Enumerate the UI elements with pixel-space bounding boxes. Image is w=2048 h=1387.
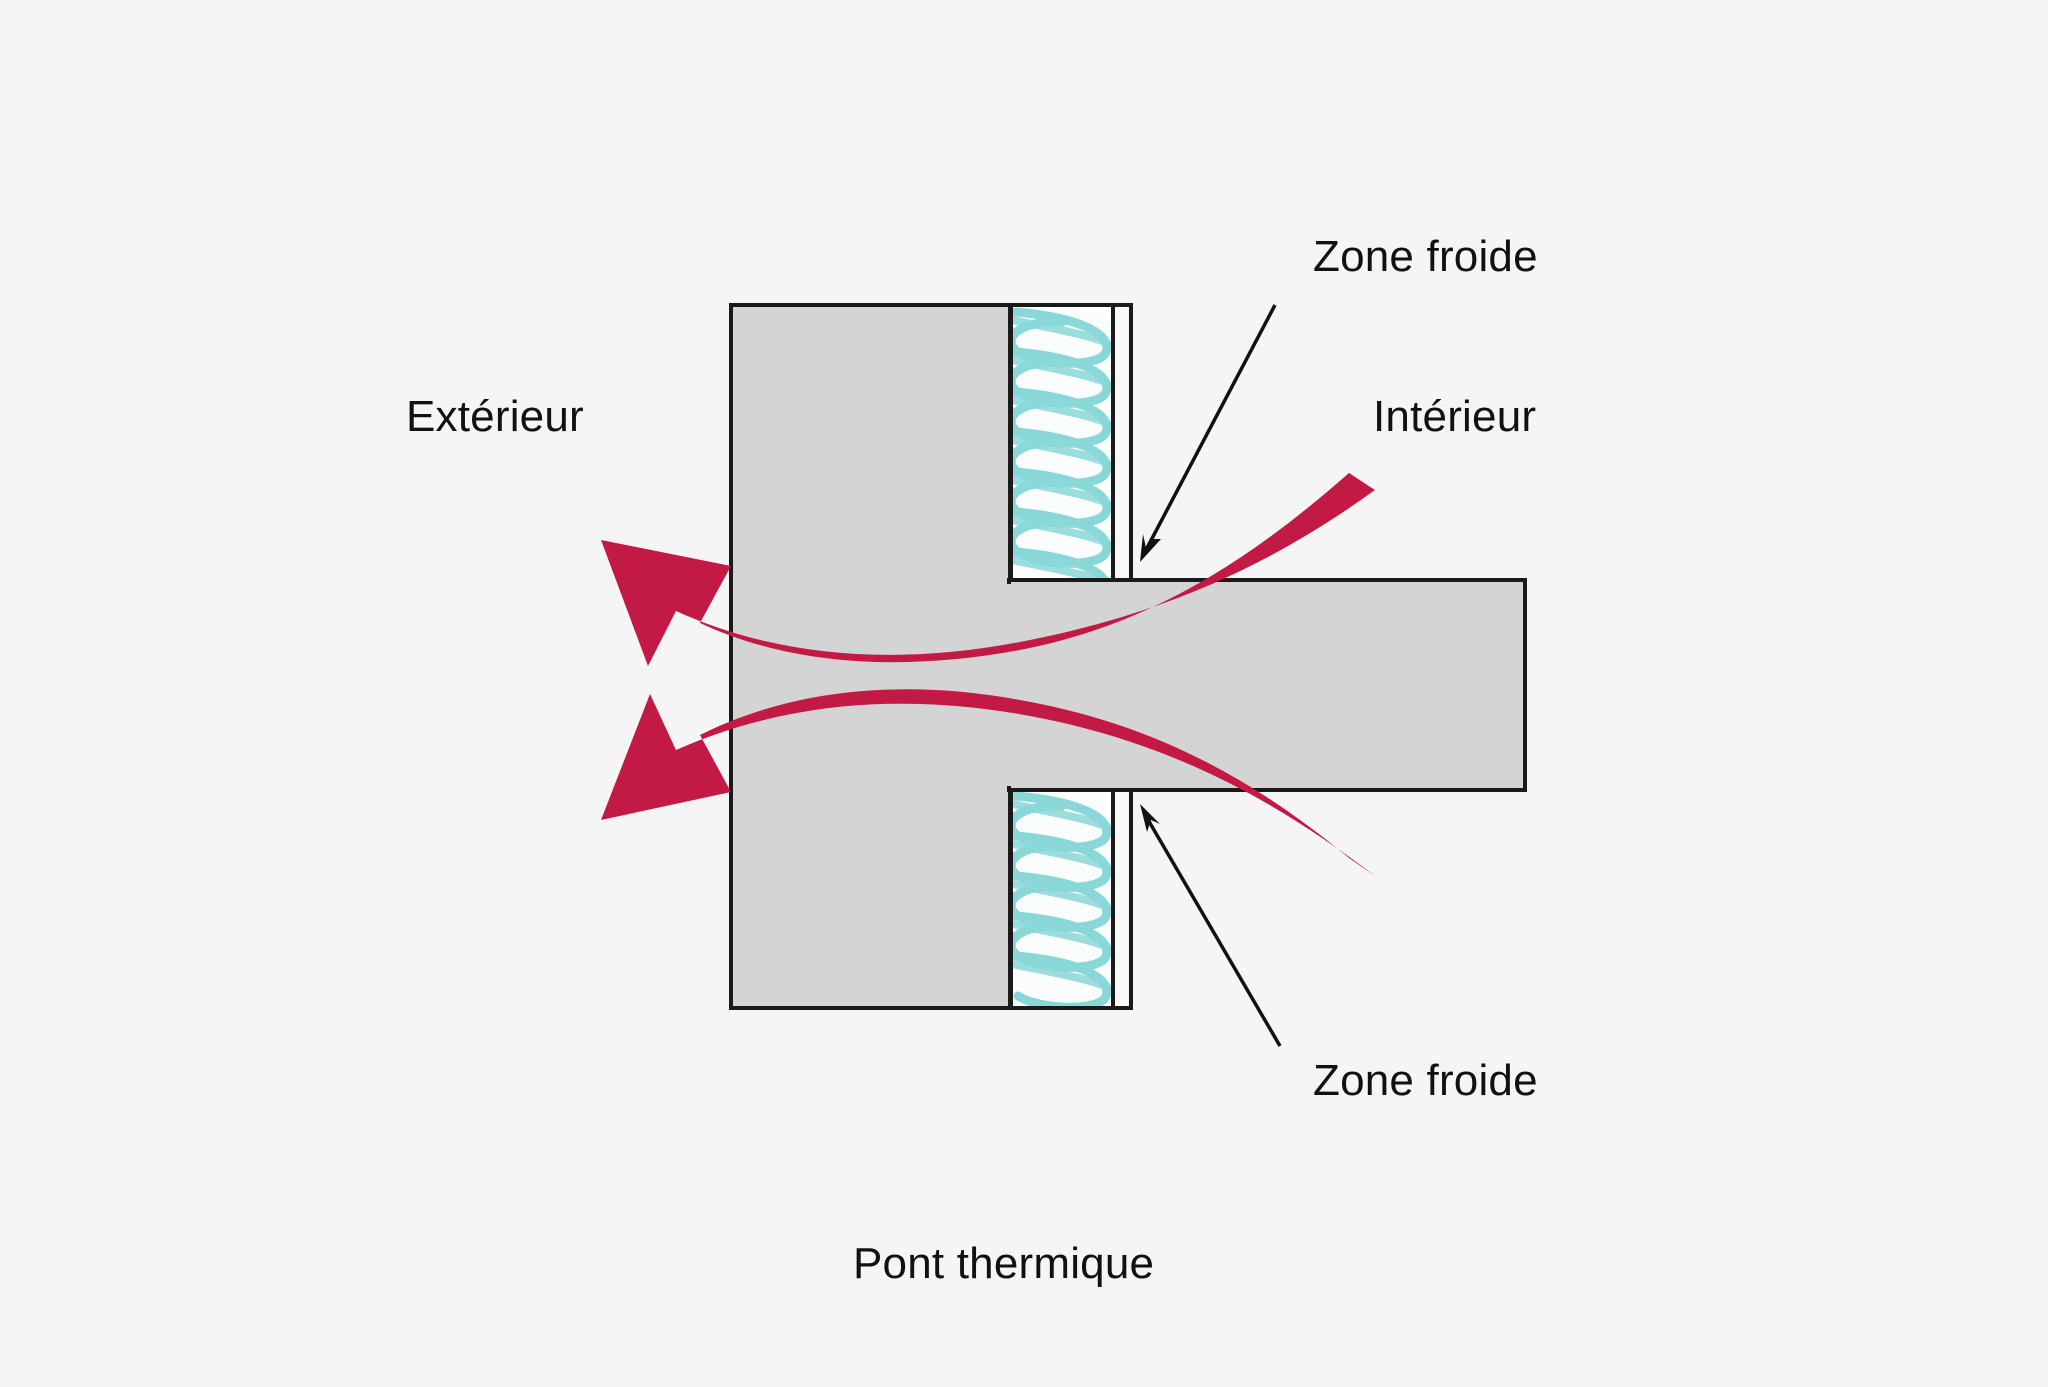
label-exterieur: Extérieur — [406, 392, 584, 441]
label-zone-froide-top: Zone froide — [1313, 232, 1538, 281]
insulation-wave-overlay-top — [1010, 316, 1113, 580]
leader-line-top-shaft — [1145, 304, 1277, 549]
leader-line-top — [1140, 304, 1277, 562]
insulation-bottom-hatch — [1010, 791, 1113, 1008]
label-interieur: Intérieur — [1373, 392, 1537, 441]
insulation-layer-top — [1008, 303, 1115, 582]
finish-layer-top — [1111, 303, 1133, 582]
insulation-top-hatch — [1010, 307, 1113, 580]
insulation-wave-overlay-bottom — [1010, 800, 1113, 994]
leader-line-bottom-arrowhead — [1140, 804, 1160, 832]
leader-line-bottom — [1140, 804, 1282, 1047]
slab-wall-merge — [1003, 584, 1023, 786]
concrete-slab — [1003, 578, 1527, 792]
insulation-layer-bottom — [1008, 788, 1115, 1010]
insulation-wave-path-bottom — [1010, 791, 1112, 1008]
finish-layer-bottom — [1111, 788, 1133, 1010]
leader-line-bottom-shaft — [1145, 817, 1282, 1047]
leader-line-top-arrowhead — [1140, 534, 1161, 562]
slab-body — [1007, 578, 1527, 792]
label-zone-froide-bottom: Zone froide — [1313, 1056, 1538, 1105]
insulation-wave-path-top — [1010, 307, 1112, 580]
caption-pont-thermique: Pont thermique — [853, 1239, 1155, 1288]
